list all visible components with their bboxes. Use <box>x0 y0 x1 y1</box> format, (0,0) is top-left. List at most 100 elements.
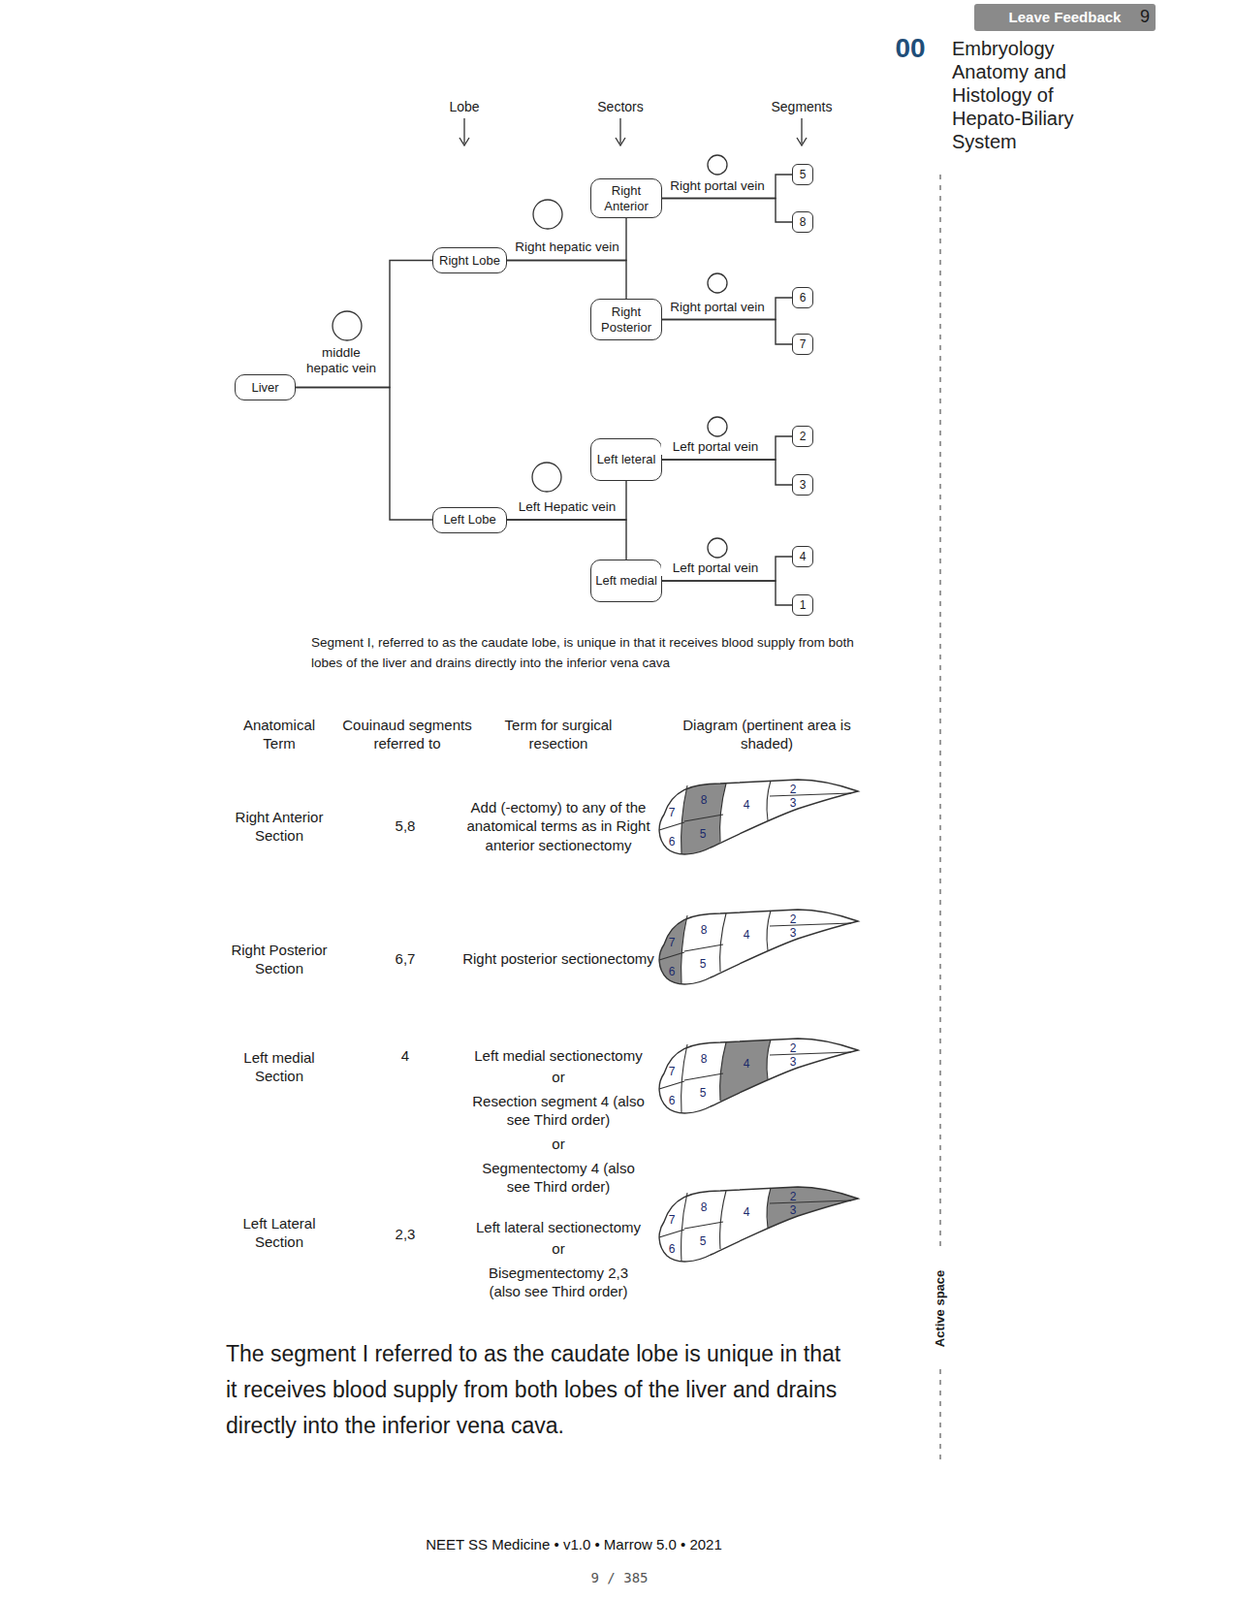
segment-number: 7 <box>665 1212 679 1227</box>
column-header: Segments <box>762 97 841 116</box>
segment-number: 3 <box>786 795 800 810</box>
shaded-segment <box>720 1034 771 1127</box>
segment-number: 7 <box>665 1064 679 1078</box>
header-arrows <box>459 118 807 146</box>
segment-number: 4 <box>739 797 754 812</box>
process-box: Left Lobe <box>432 507 508 534</box>
table-cell: 4 <box>383 1045 427 1066</box>
node-text: Left leteral <box>597 451 657 468</box>
segment-divider <box>766 1187 771 1228</box>
connector-line <box>662 580 793 605</box>
segment-number: 7 <box>665 805 679 820</box>
segment-divider <box>681 785 688 855</box>
liver-outline <box>659 779 858 855</box>
liver-outline <box>659 909 858 984</box>
note-text: Segment I, referred to as the caudate lo… <box>311 632 855 673</box>
node-text: 7 <box>799 336 807 352</box>
connector-line <box>507 260 627 300</box>
segment-divider <box>769 922 852 926</box>
node-text: Right Posterior <box>595 304 658 336</box>
summary-text: The segment I referred to as the caudate… <box>225 1335 856 1444</box>
node-text: 6 <box>799 289 807 306</box>
segment-divider <box>720 783 727 842</box>
segment-divider <box>684 814 724 822</box>
node-text: Left Lobe <box>443 511 496 528</box>
segment-number: 4 <box>739 1204 754 1219</box>
segment-number: 5 <box>696 1085 710 1100</box>
segment-number: 8 <box>697 1051 711 1066</box>
blank-circles <box>332 155 728 558</box>
segment-divider <box>766 1039 771 1079</box>
segment-box: 6 <box>792 286 814 309</box>
table-cell: Resection segment 4 (also see Third orde… <box>471 1091 646 1130</box>
table-cell: Segmentectomy 4 (also see Third order) <box>471 1158 646 1197</box>
segment-number: 2 <box>786 1041 800 1055</box>
table-cell: Right Anterior Section <box>221 807 338 846</box>
table-cell: 2,3 <box>383 1224 427 1244</box>
liver-fill <box>659 909 858 984</box>
liver-diagram <box>659 775 858 868</box>
node-text: 5 <box>799 166 807 183</box>
segment-number: 4 <box>739 927 754 942</box>
process-box: Right Anterior <box>590 178 663 219</box>
vein-label: Left portal vein <box>661 439 770 455</box>
connector-line <box>507 519 627 560</box>
process-box: Right Posterior <box>590 298 663 341</box>
segment-number: 7 <box>665 935 679 950</box>
segment-divider <box>720 913 727 972</box>
segment-box: 2 <box>792 425 814 447</box>
feedback-button: Leave Feedback <box>974 3 1156 32</box>
vein-label: Right hepatic vein <box>508 239 626 255</box>
node-text: 1 <box>799 597 807 613</box>
connector-line <box>662 174 793 199</box>
segment-divider <box>659 951 685 960</box>
segment-divider <box>659 822 685 830</box>
table-cell: Bisegmentectomy 2,3 (also see Third orde… <box>471 1263 646 1301</box>
table-header: Diagram (pertinent area is shaded) <box>674 715 859 754</box>
node-text: 2 <box>799 428 807 444</box>
connector-line <box>295 260 433 388</box>
segment-divider <box>681 915 688 984</box>
segment-number: 3 <box>786 1203 800 1217</box>
vein-label: Left portal vein <box>661 560 770 576</box>
segment-box: 3 <box>792 474 814 496</box>
segment-divider <box>684 944 724 951</box>
connector-line <box>507 480 627 520</box>
segment-number: 6 <box>665 834 679 849</box>
node-text: Left medial <box>595 572 658 589</box>
segment-number: 5 <box>696 956 710 971</box>
segment-divider <box>681 1044 688 1113</box>
margin-line <box>939 174 941 1459</box>
table-header: Term for surgical resection <box>490 715 627 754</box>
connector-line <box>662 297 793 320</box>
segment-divider <box>769 1200 852 1204</box>
node-text: Right Anterior <box>595 183 658 215</box>
table-cell: or <box>538 1067 578 1087</box>
segment-divider <box>720 1190 727 1249</box>
table-cell: 5,8 <box>383 816 427 836</box>
page-number: 9 <box>1135 5 1155 29</box>
table-cell: or <box>538 1134 578 1154</box>
segment-divider <box>720 1042 727 1101</box>
segment-box: 4 <box>792 545 814 568</box>
table-cell: or <box>538 1238 578 1259</box>
segment-divider <box>684 1221 724 1229</box>
node-text: 3 <box>799 476 807 493</box>
node-text: 4 <box>799 548 807 565</box>
table-cell: Left medial Section <box>221 1047 338 1086</box>
table-cell: Right Posterior Section <box>221 940 338 979</box>
table-cell: Left Lateral Section <box>221 1213 338 1252</box>
segment-number: 8 <box>697 792 711 807</box>
segment-divider <box>769 792 852 796</box>
connector-line <box>295 387 433 521</box>
column-header: Sectors <box>586 97 655 116</box>
liver-outline <box>659 1038 858 1113</box>
margin-label: Active space <box>933 1268 951 1347</box>
segment-box: 8 <box>792 211 814 233</box>
node-text: 8 <box>799 214 807 230</box>
process-box: Left medial <box>590 559 663 603</box>
segment-divider <box>681 1192 688 1262</box>
vein-label: Left Hepatic vein <box>508 499 626 515</box>
chapter-title: Embryology Anatomy and Histology of Hepa… <box>951 36 1108 154</box>
